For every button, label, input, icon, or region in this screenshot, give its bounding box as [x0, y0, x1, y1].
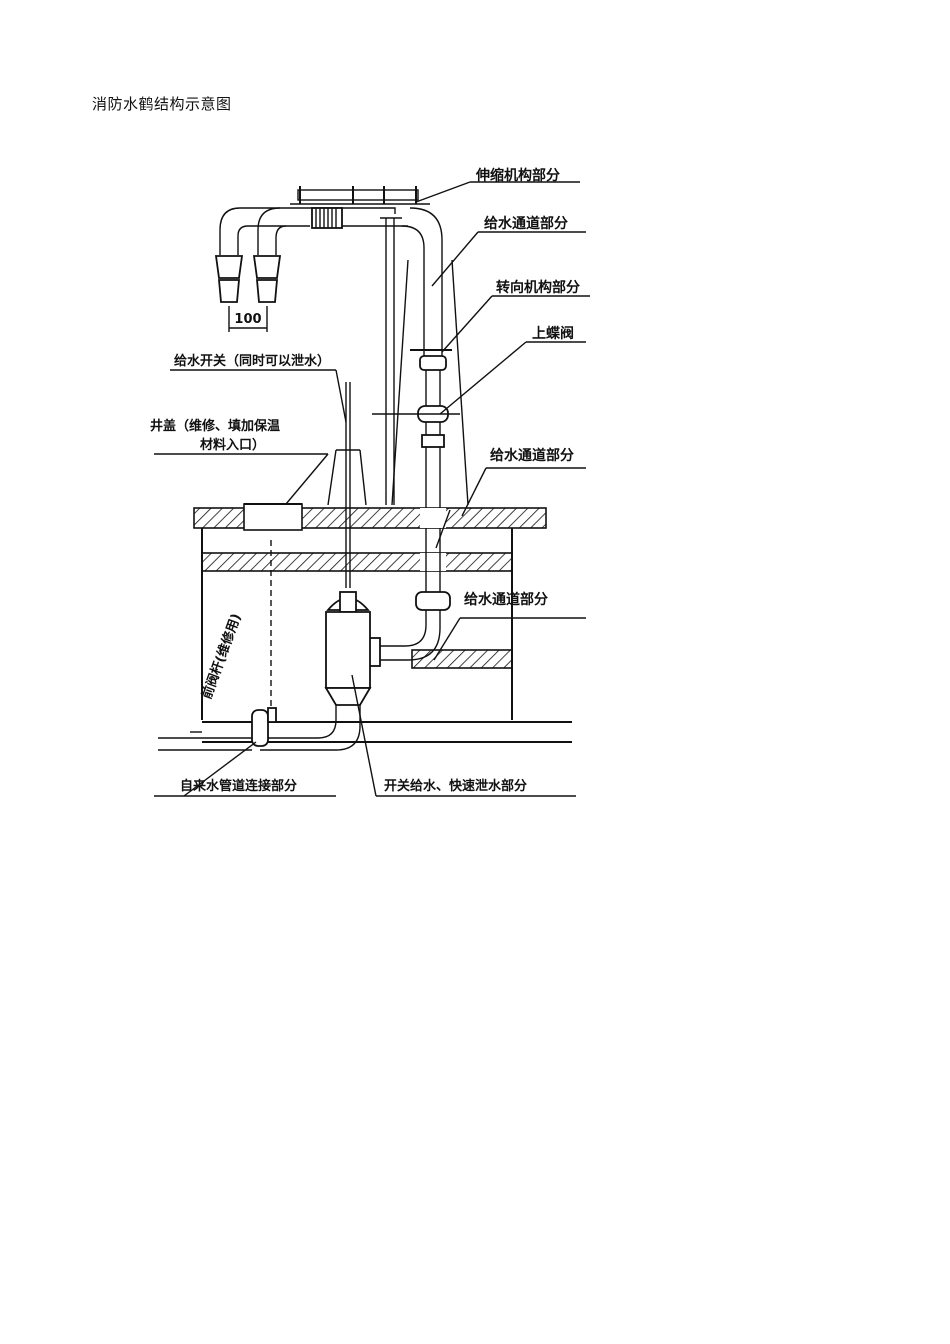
- tap-connection: [158, 540, 277, 751]
- label-switch-drain: 开关给水、快速泄水部分: [384, 778, 527, 794]
- label-well-cover-2: 材料入口）: [200, 437, 265, 453]
- dimension-label: 100: [234, 312, 261, 327]
- valve-pit: [190, 528, 572, 743]
- label-upper-butterfly: 上蝶阀: [532, 325, 574, 342]
- label-supply-lower: 给水通道部分: [464, 591, 548, 608]
- supply-column: [372, 217, 469, 510]
- lower-supply-pipe: [367, 528, 451, 667]
- dimension-marker: 100: [228, 306, 268, 332]
- label-rotation: 转向机构部分: [496, 279, 580, 296]
- leader-lines: [154, 181, 590, 797]
- label-supply-mid: 给水通道部分: [490, 447, 574, 464]
- telescoping-mechanism: [290, 186, 430, 205]
- nozzle-left: [214, 255, 244, 303]
- ground-slab: [193, 503, 547, 531]
- fire-water-crane-diagram: 100: [140, 160, 600, 810]
- label-supply-upper: 给水通道部分: [484, 215, 568, 232]
- page-title: 消防水鹤结构示意图: [92, 95, 232, 113]
- supply-arm: [219, 207, 443, 270]
- label-valve-rod: 前阀杆(维修用): [199, 611, 245, 701]
- label-tap-connection: 自来水管道连接部分: [180, 778, 297, 794]
- switch-drain-valve: [260, 591, 372, 751]
- label-supply-switch: 给水开关（同时可以泄水）: [174, 353, 330, 369]
- nozzle-right: [252, 255, 282, 303]
- label-well-cover-1: 井盖（维修、填加保温: [150, 418, 280, 434]
- label-telescoping: 伸缩机构部分: [475, 167, 560, 184]
